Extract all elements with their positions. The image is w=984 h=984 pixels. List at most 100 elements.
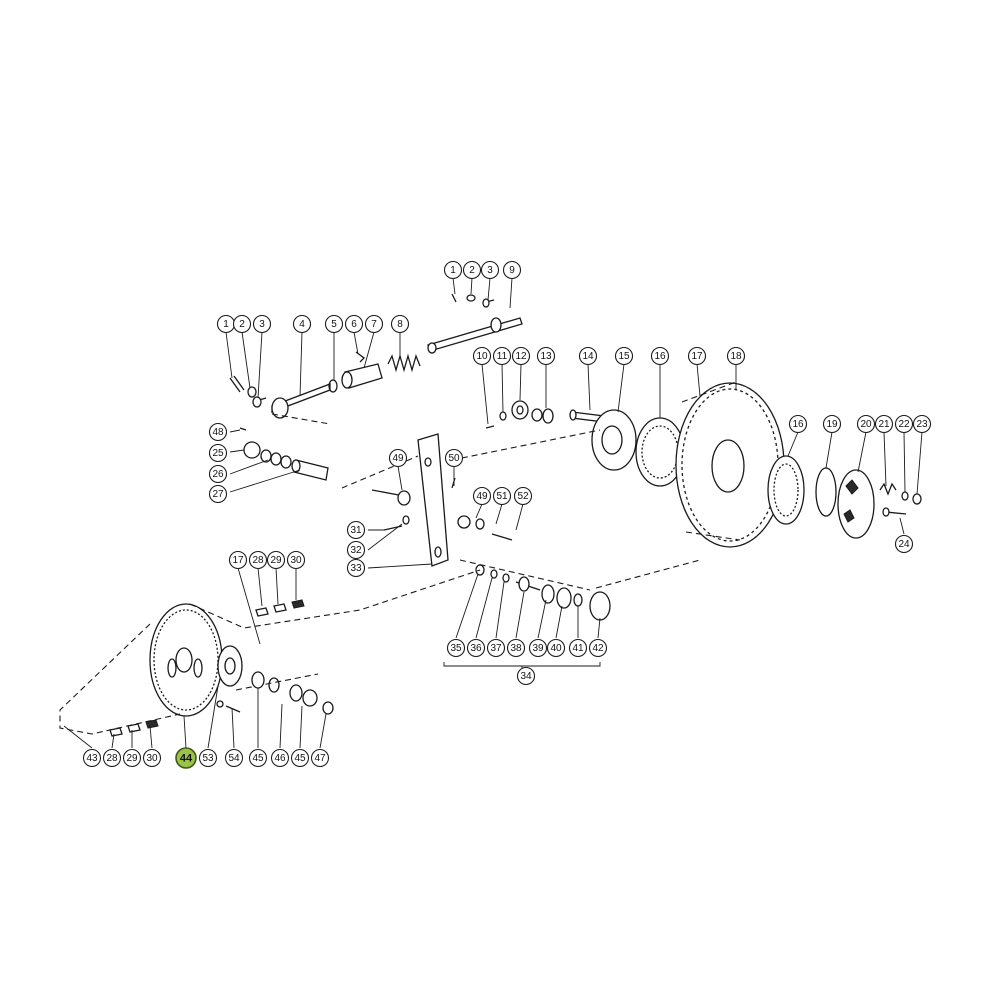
callout-circle (511, 346, 531, 366)
callout-label: 34 (520, 671, 532, 682)
clutch-plate-group (767, 455, 922, 539)
callout-circle (252, 314, 272, 334)
callout-label: 30 (146, 753, 158, 764)
callout-label: 4 (299, 319, 305, 330)
callout-circle (894, 414, 914, 434)
callout: 48 (208, 422, 228, 442)
callout: 23 (912, 414, 932, 434)
callout-label: 3 (487, 265, 493, 276)
callout-label: 45 (252, 753, 264, 764)
callout-circle (232, 314, 252, 334)
callout: 25 (208, 443, 228, 463)
callout-circle (578, 346, 598, 366)
callout-label: 13 (540, 351, 552, 362)
callout: 21 (874, 414, 894, 434)
callout-circle (513, 486, 533, 506)
callout-label: 12 (515, 351, 527, 362)
callout: 1 (443, 260, 463, 280)
callout: 27 (208, 484, 228, 504)
callout-circle (472, 486, 492, 506)
callout: 35 (446, 638, 466, 658)
callout: 18 (726, 346, 746, 366)
callout: 29 (266, 550, 286, 570)
callout-label: 28 (252, 555, 264, 566)
callout-label: 17 (691, 351, 703, 362)
callout-label: 36 (470, 643, 482, 654)
callout: 7 (364, 314, 384, 334)
callout-label: 35 (450, 643, 462, 654)
callout-label: 40 (550, 643, 562, 654)
callout: 34 (516, 666, 536, 686)
callout: 37 (486, 638, 506, 658)
callout: 14 (578, 346, 598, 366)
callout-label: 2 (469, 265, 475, 276)
callout-circle (364, 314, 384, 334)
large-sprocket (675, 381, 785, 548)
callout-label: 5 (331, 319, 337, 330)
callout: 16 (650, 346, 670, 366)
callout-label: 10 (476, 351, 488, 362)
callout: 33 (346, 558, 366, 578)
callout-circle (480, 260, 500, 280)
callout-circle (224, 748, 244, 768)
callout-label: 49 (392, 453, 404, 464)
callout-label: 51 (496, 491, 508, 502)
callout: 38 (506, 638, 526, 658)
callout-circle (228, 550, 248, 570)
callout-circle (208, 464, 228, 484)
callout: 45 (248, 748, 268, 768)
callout-label: 47 (314, 753, 326, 764)
lower-sprocket (59, 569, 481, 735)
callout-label: 54 (228, 753, 240, 764)
callout: 31 (346, 520, 366, 540)
callout: 45 (290, 748, 310, 768)
callout-label: 16 (792, 419, 804, 430)
callout-label: 25 (212, 448, 224, 459)
callout-circle (444, 448, 464, 468)
callout: 5 (324, 314, 344, 334)
callout: 16 (788, 414, 808, 434)
callout: 1 (216, 314, 236, 334)
callout-circle (248, 748, 268, 768)
callout-circle (912, 414, 932, 434)
callout-circle (486, 638, 506, 658)
callout-label: 29 (270, 555, 282, 566)
callout: 8 (390, 314, 410, 334)
callout-circle (528, 638, 548, 658)
callout: 13 (536, 346, 556, 366)
callout: 29 (122, 748, 142, 768)
callout-label: 20 (860, 419, 872, 430)
callout-circle (82, 748, 102, 768)
callout-label: 44 (180, 753, 193, 765)
callout-circle (650, 346, 670, 366)
callout-label: 22 (898, 419, 910, 430)
callout-circle (310, 748, 330, 768)
callout: 50 (444, 448, 464, 468)
callout: 28 (102, 748, 122, 768)
callout-circle (270, 748, 290, 768)
callout: 46 (270, 748, 290, 768)
callout-circle (198, 748, 218, 768)
callout: 40 (546, 638, 566, 658)
callout-circle (502, 260, 522, 280)
callout-circle (344, 314, 364, 334)
callout: 51 (492, 486, 512, 506)
callout-highlighted: 44 (175, 747, 197, 769)
callout-circle (102, 748, 122, 768)
tensioner-arm (341, 429, 601, 567)
callout-circle (856, 414, 876, 434)
callout-circle (175, 747, 197, 769)
callout-circle (588, 638, 608, 658)
callout: 43 (82, 748, 102, 768)
callout-label: 6 (351, 319, 357, 330)
callout-circle (290, 748, 310, 768)
callout: 2 (232, 314, 252, 334)
callout: 11 (492, 346, 512, 366)
callout: 30 (286, 550, 306, 570)
callout-circle (346, 558, 366, 578)
callout-label: 41 (572, 643, 584, 654)
callout-circle (462, 260, 482, 280)
callout: 32 (346, 540, 366, 560)
callout: 12 (511, 346, 531, 366)
callout: 52 (513, 486, 533, 506)
